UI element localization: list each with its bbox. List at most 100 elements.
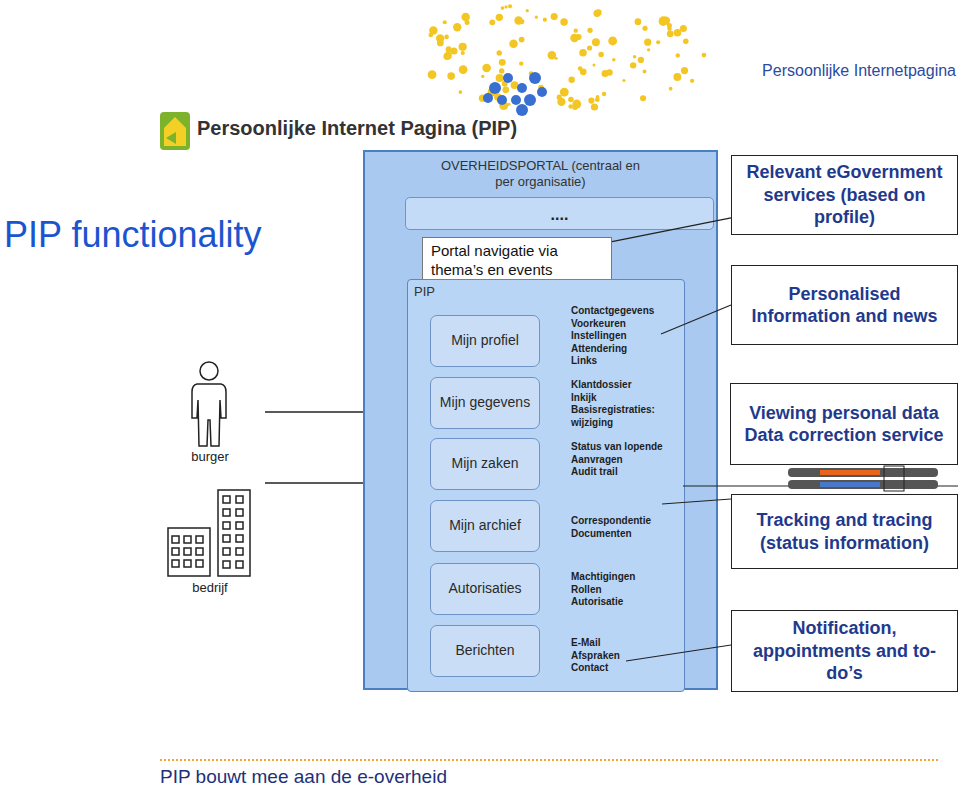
logo-house bbox=[164, 117, 186, 146]
feature-item: Contactgegevens bbox=[571, 305, 679, 318]
logo-arrow bbox=[166, 132, 176, 144]
window bbox=[236, 561, 243, 568]
deco-dot bbox=[529, 72, 541, 84]
deco-dot bbox=[519, 37, 525, 43]
feature-item: Attendering bbox=[571, 343, 679, 356]
deco-dot bbox=[606, 69, 613, 76]
bus-bar bbox=[788, 468, 938, 477]
deco-dot bbox=[503, 73, 513, 83]
deco-dot bbox=[612, 58, 615, 61]
window bbox=[236, 535, 243, 542]
feature-item: Basisregistraties: wijziging bbox=[571, 404, 679, 429]
window bbox=[196, 536, 203, 543]
deco-dot bbox=[580, 68, 587, 75]
box-text: Berichten bbox=[439, 642, 531, 660]
portal-slot: .... bbox=[405, 197, 714, 230]
feature-item: Voorkeuren bbox=[571, 318, 679, 331]
deco-dot bbox=[459, 65, 468, 74]
bus-segment bbox=[820, 482, 880, 487]
deco-dot bbox=[622, 79, 625, 82]
person-icon bbox=[192, 362, 226, 446]
deco-dot bbox=[669, 87, 673, 91]
callout-box: Notification, appointments and to-do’s bbox=[731, 610, 958, 692]
box-text: Mijn gegevens bbox=[439, 394, 531, 412]
deco-dot bbox=[568, 77, 574, 83]
deco-dot bbox=[568, 97, 574, 103]
deco-dot bbox=[598, 52, 603, 57]
box-text: Mijn zaken bbox=[439, 455, 531, 473]
deco-dot bbox=[511, 95, 521, 105]
menu-button: Mijn zaken bbox=[430, 438, 540, 490]
feature-item: Autorisatie bbox=[571, 596, 679, 609]
feature-item: E-Mail bbox=[571, 637, 679, 650]
feature-item: Documenten bbox=[571, 528, 679, 541]
building-tower bbox=[218, 490, 250, 576]
window bbox=[184, 536, 191, 543]
deco-dot bbox=[591, 103, 598, 110]
logo-text: Persoonlijke Internet Pagina (PIP) bbox=[197, 117, 557, 140]
feature-item: Afspraken bbox=[571, 650, 679, 663]
deco-dot bbox=[568, 104, 572, 108]
service-bus bbox=[788, 466, 938, 491]
deco-dot bbox=[595, 97, 600, 102]
bus-bar bbox=[788, 480, 938, 489]
deco-dot bbox=[588, 97, 594, 103]
callout-box: Personalised Information and news bbox=[731, 265, 958, 345]
deco-dot bbox=[676, 53, 680, 57]
box-text: Mijn profiel bbox=[439, 332, 531, 350]
feature-item: Status van lopende bbox=[571, 441, 679, 454]
box-text: Mijn archief bbox=[439, 517, 531, 535]
feature-list: CorrespondentieDocumenten bbox=[571, 515, 679, 540]
dot-cloud bbox=[428, 4, 707, 116]
footer-rule bbox=[160, 759, 940, 761]
box-text: Portal navigatie via thema’s en events bbox=[431, 242, 603, 280]
deco-dot bbox=[555, 57, 558, 60]
panel-heading: PIP bbox=[414, 284, 678, 300]
deco-dot bbox=[443, 20, 447, 24]
actor-label: burger bbox=[180, 449, 240, 464]
building-low bbox=[168, 528, 210, 576]
deco-dot bbox=[489, 82, 501, 94]
feature-item: Audit trail bbox=[571, 466, 679, 479]
deco-dot bbox=[428, 33, 433, 38]
box-text: Autorisaties bbox=[439, 580, 531, 598]
access-line bbox=[265, 411, 363, 413]
deco-dot bbox=[524, 94, 536, 106]
deco-dot bbox=[630, 62, 636, 68]
box-text: Personalised Information and news bbox=[740, 283, 949, 328]
deco-dot bbox=[608, 37, 617, 46]
deco-dot bbox=[656, 40, 660, 44]
deco-dot bbox=[453, 23, 461, 31]
deco-dot bbox=[557, 98, 565, 106]
bus-segment bbox=[820, 470, 880, 475]
access-line bbox=[265, 482, 363, 484]
window bbox=[223, 522, 230, 529]
feature-list: KlantdossierInkijkBasisregistraties: wij… bbox=[571, 379, 679, 429]
connector-line bbox=[612, 218, 731, 242]
feature-item: Links bbox=[571, 355, 679, 368]
logo-icon bbox=[160, 112, 190, 150]
deco-dot bbox=[667, 23, 672, 28]
deco-dot bbox=[690, 79, 694, 83]
deco-dot bbox=[680, 25, 687, 32]
deco-dot bbox=[502, 86, 509, 93]
deco-dot bbox=[459, 43, 467, 51]
box-text: .... bbox=[414, 205, 705, 225]
deco-dot bbox=[560, 88, 569, 97]
deco-dot bbox=[447, 72, 455, 80]
actor-label: bedrijf bbox=[178, 580, 242, 595]
deco-dot bbox=[592, 64, 595, 67]
feature-item: Aanvragen bbox=[571, 454, 679, 467]
building-icon bbox=[168, 490, 250, 576]
deco-dot bbox=[496, 74, 504, 82]
deco-dot bbox=[482, 64, 491, 73]
building-windows bbox=[172, 496, 243, 568]
deco-dot bbox=[633, 55, 636, 58]
deco-dot bbox=[501, 6, 505, 10]
window bbox=[236, 496, 243, 503]
deco-dot bbox=[593, 10, 600, 17]
deco-dot bbox=[702, 53, 707, 58]
window bbox=[172, 548, 179, 555]
box-text: Tracking and tracing (status information… bbox=[740, 509, 949, 554]
